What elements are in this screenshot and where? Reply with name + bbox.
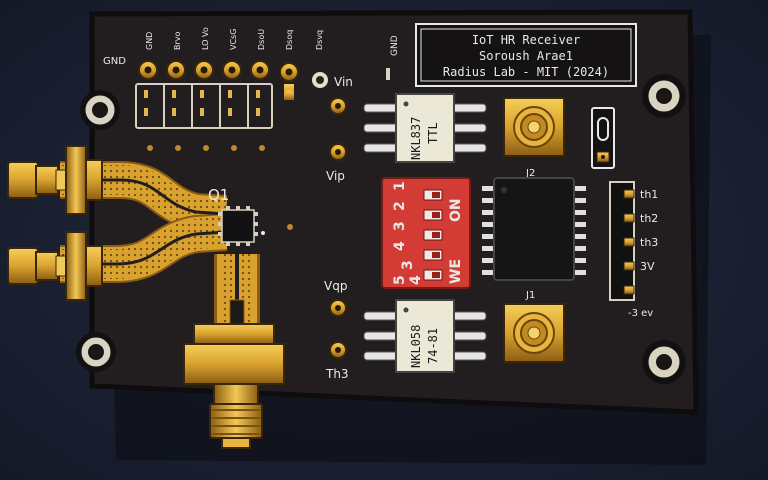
th3-label: Th3	[325, 367, 349, 381]
header-label-dsvq: Dsvq	[315, 30, 324, 50]
gnd-label-right: GND	[390, 35, 400, 56]
sma-connector-left-bottom	[7, 231, 103, 301]
title-line-2: Soroush Arae1	[479, 49, 573, 63]
title-box: IoT HR Receiver Soroush Arae1 Radius Lab…	[415, 23, 637, 87]
right-label-minus3ev: -3 ev	[628, 308, 653, 319]
ic-bottom-line2: 74-81	[426, 328, 440, 364]
dip-switch: 4 3 2 1 ON 5 4 3 WE	[381, 177, 471, 289]
dip-num-5: 5	[392, 275, 408, 285]
mounting-hole-top-left	[80, 90, 120, 130]
dip-num-4b: 4	[408, 275, 424, 285]
dip-num-3b: 3	[400, 260, 416, 270]
mounting-hole-bottom-right	[642, 340, 686, 384]
right-label-th1: th1	[640, 188, 658, 201]
vin-pad	[310, 70, 330, 90]
connector-j1	[503, 303, 565, 363]
dip-num-2: 2	[392, 201, 408, 211]
pin-header-right	[609, 181, 635, 301]
right-label-3v: 3V	[640, 260, 655, 273]
header-label-lo-vo: LO Vo	[201, 27, 210, 50]
dip-we-label: WE	[448, 259, 464, 284]
gnd-pad	[386, 68, 390, 80]
j2-label: J2	[525, 168, 535, 179]
sma-connector-bottom	[183, 323, 285, 449]
ic-top: NKL837 TTL	[363, 93, 487, 163]
vqp-label: Vqp	[324, 279, 347, 293]
ic-top-line1: NKL837	[409, 117, 423, 160]
header-label-brvo: Brvo	[173, 31, 182, 50]
vin-label: Vin	[334, 75, 353, 89]
header-label-gnd-left: GND	[103, 56, 126, 67]
j1-label: J1	[525, 290, 535, 301]
dip-num-1: 1	[392, 181, 408, 191]
dip-num-3: 3	[392, 221, 408, 231]
vip-label: Vip	[326, 169, 345, 183]
sma-connector-left-top	[7, 145, 103, 215]
right-label-th2: th2	[640, 212, 658, 225]
header-label-gnd: GND	[145, 32, 154, 50]
title-line-1: IoT HR Receiver	[472, 33, 580, 47]
pin-header-top	[135, 60, 299, 129]
dip-on-label: ON	[448, 198, 464, 222]
ic-bottom-line1: NKL058	[409, 325, 423, 368]
center-ic	[482, 177, 586, 281]
mounting-hole-top-right	[642, 74, 686, 118]
mounting-hole-bottom-left	[76, 332, 116, 372]
header-label-dsoq: Dsoq	[285, 30, 294, 50]
right-label-th3: th3	[640, 236, 658, 249]
title-line-3: Radius Lab - MIT (2024)	[443, 65, 609, 79]
connector-j2	[503, 97, 565, 157]
via-row	[147, 145, 293, 230]
q1-label: Q1	[208, 186, 229, 204]
header-label-vcsg: VCsG	[229, 29, 238, 50]
header-label-dsou: DsoU	[257, 29, 266, 50]
ic-bottom: NKL058 74-81	[363, 299, 487, 373]
dip-num-4: 4	[392, 241, 408, 251]
ic-top-line2: TTL	[426, 122, 440, 144]
q1-chip	[218, 206, 258, 246]
